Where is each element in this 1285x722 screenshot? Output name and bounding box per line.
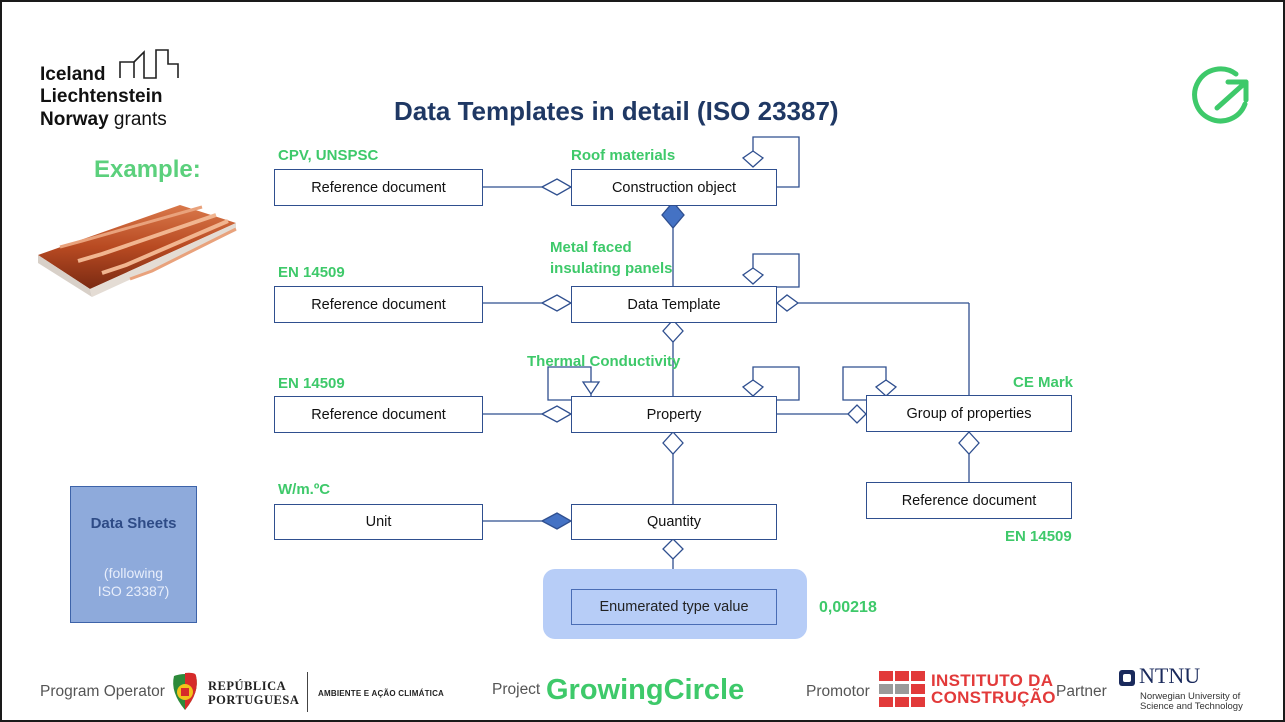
footer-partner: Partner <box>1056 683 1107 700</box>
republica-line-1: REPÚBLICA <box>208 679 287 693</box>
data-sheets-subtitle-2: ISO 23387) <box>97 583 170 599</box>
box-reference-document-4: Reference document <box>866 482 1072 519</box>
annotation-en14509-a: EN 14509 <box>278 264 345 281</box>
annotation-roof-materials: Roof materials <box>571 147 676 164</box>
logo-norway: Norway <box>40 109 109 130</box>
annotation-ce-mark: CE Mark <box>1013 374 1074 391</box>
republica-portuguesa: REPÚBLICA PORTUGUESA <box>208 679 299 707</box>
example-label: Example: <box>94 156 201 183</box>
box-quantity: Quantity <box>571 504 777 540</box>
footer-project: Project <box>492 681 541 698</box>
ntnu-name: NTNU <box>1139 663 1201 688</box>
footer-promotor: Promotor <box>806 683 870 700</box>
instituto-line-1: INSTITUTO DA <box>931 671 1054 690</box>
page-title: Data Templates in detail (ISO 23387) <box>394 96 839 126</box>
data-sheets-box: Data Sheets (following ISO 23387) <box>70 486 197 623</box>
instituto-da-construcao: INSTITUTO DA CONSTRUÇÃO <box>931 672 1056 706</box>
ntnu-sub-line-2: Science and Technology <box>1140 701 1243 712</box>
republica-line-2: PORTUGUESA <box>208 693 300 707</box>
ntnu-subtitle: Norwegian University of Science and Tech… <box>1140 692 1243 712</box>
growing-circle-name: GrowingCircle <box>546 674 745 706</box>
data-sheets-title: Data Sheets <box>90 515 177 532</box>
instituto-line-2: CONSTRUÇÃO <box>931 688 1056 707</box>
ntnu-logo-icon <box>1119 670 1135 686</box>
box-reference-document-2: Reference document <box>274 286 483 323</box>
roof-panel-image <box>38 205 237 297</box>
growing-circle-arrow-icon <box>1192 66 1249 124</box>
footer-program-operator: Program Operator <box>40 683 165 700</box>
annotation-metal-faced-1: Metal faced <box>550 239 632 256</box>
annotation-en14509-b: EN 14509 <box>278 375 345 392</box>
box-unit: Unit <box>274 504 483 540</box>
grants-logo-mark-icon <box>119 49 179 79</box>
ambiente-acao-climatica: AMBIENTE E AÇÃO CLIMÁTICA <box>318 689 445 698</box>
box-enumerated-type-value: Enumerated type value <box>571 589 777 625</box>
annotation-cpv-unspsc: CPV, UNSPSC <box>278 147 379 164</box>
footer-divider <box>307 672 308 712</box>
box-reference-document-1: Reference document <box>274 169 483 206</box>
data-sheets-subtitle-1: (following <box>103 565 164 581</box>
logo-grants: grants <box>113 109 167 130</box>
ntnu-sub-line-1: Norwegian University of <box>1140 691 1241 702</box>
annotation-unit-value: W/m.ºC <box>278 481 331 498</box>
box-group-of-properties: Group of properties <box>866 395 1072 432</box>
logo-line-norway: Norway grants <box>40 109 167 131</box>
logo-line-iceland: Iceland <box>40 64 106 85</box>
box-property: Property <box>571 396 777 433</box>
instituto-da-construcao-logo-icon <box>879 671 925 707</box>
annotation-thermal-conductivity: Thermal Conductivity <box>527 353 681 370</box>
annotation-value: 0,00218 <box>819 599 877 616</box>
logo-line-liechtenstein: Liechtenstein <box>40 86 163 107</box>
annotation-en14509-c: EN 14509 <box>1005 528 1072 545</box>
box-data-template: Data Template <box>571 286 777 323</box>
annotation-metal-faced-2: insulating panels <box>550 260 673 277</box>
box-reference-document-3: Reference document <box>274 396 483 433</box>
portugal-emblem-icon <box>173 672 197 710</box>
box-construction-object: Construction object <box>571 169 777 206</box>
